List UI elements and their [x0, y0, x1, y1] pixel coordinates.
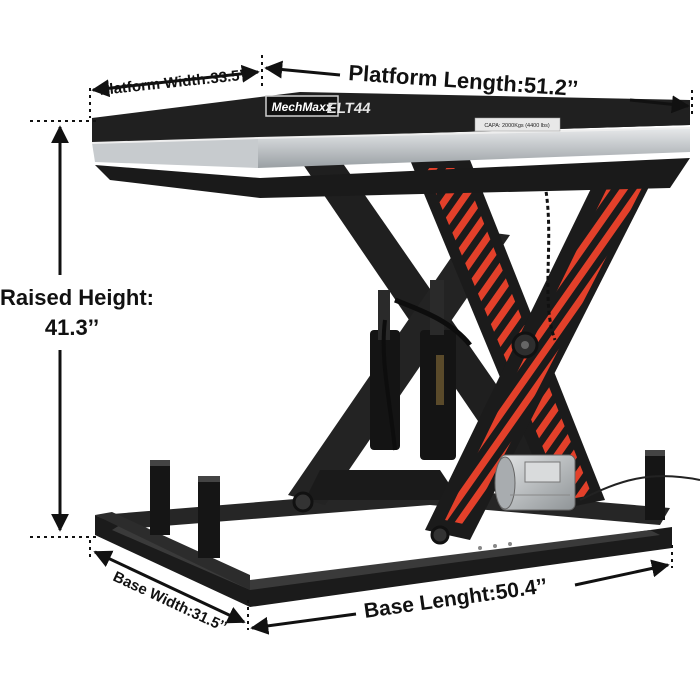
raised-height-value: 41.3’’ — [45, 315, 99, 340]
brand-logo: MechMaxx — [265, 95, 339, 117]
platform-width-label: Platform Width:33.5’’ — [99, 67, 248, 99]
model-label: ELT44 — [326, 100, 373, 117]
base-post-right — [645, 450, 665, 520]
base-post-left-front — [150, 460, 170, 535]
power-cable — [579, 475, 700, 501]
hydraulic-cylinder-icon — [370, 280, 472, 460]
scissor-mechanism — [288, 152, 655, 545]
capacity-plate-text: CAPA: 2000Kgs (4400 lbs) — [484, 123, 549, 129]
base-post-left-rear — [198, 476, 220, 558]
raised-height-label: Raised Height: — [0, 285, 154, 310]
raised-height-annotation: Raised Height: 41.3’’ — [0, 120, 154, 538]
capacity-plate: CAPA: 2000Kgs (4400 lbs) — [474, 117, 561, 132]
lift-platform — [91, 92, 691, 198]
electric-motor-icon — [494, 454, 576, 511]
brand-logo-text: MechMaxx — [272, 100, 334, 114]
